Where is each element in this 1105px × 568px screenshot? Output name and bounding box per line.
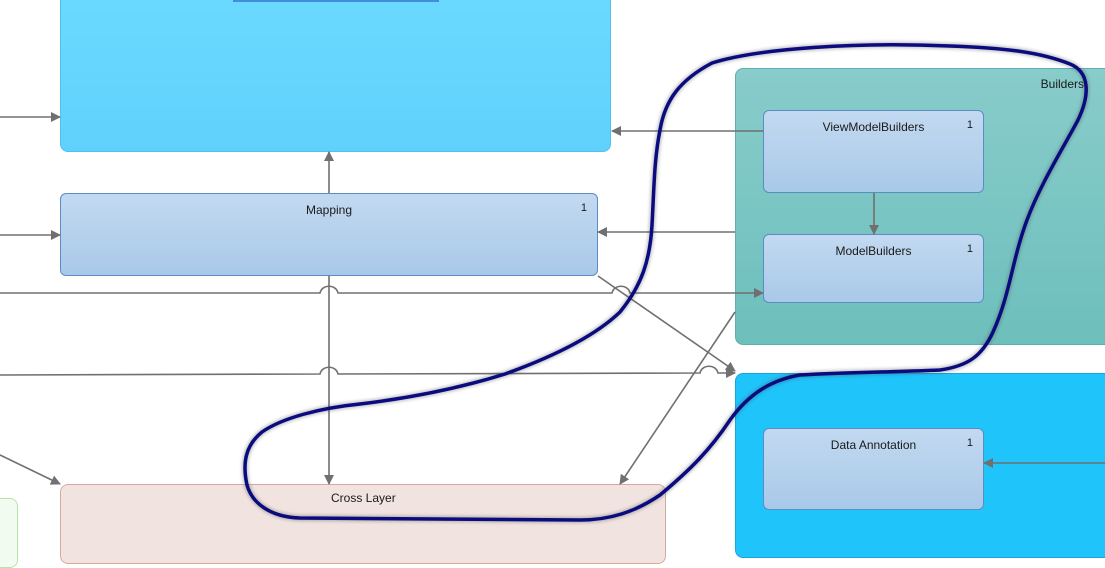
arrow-left-to-modelbuilders: [0, 285, 764, 298]
highlight-outline: [243, 43, 1088, 522]
mapping-node-label: Mapping: [305, 203, 353, 217]
arrow-left-to-cross-layer: [0, 454, 61, 485]
model-builders-count: 1: [966, 243, 973, 255]
view-model-builders-count: 1: [966, 119, 973, 131]
top-layer-title-strip: [233, 0, 439, 2]
arrow-left-to-right-layer: [0, 365, 736, 378]
highlight-outline-shadow: [241, 41, 1090, 524]
diagram-connectors: [0, 41, 1105, 524]
data-annotation-label: Data Annotation: [830, 438, 917, 452]
data-annotation-node[interactable]: Data Annotation 1: [763, 428, 984, 510]
mapping-node[interactable]: Mapping 1: [60, 193, 598, 276]
mapping-node-count: 1: [580, 202, 587, 214]
view-model-builders-label: ViewModelBuilders: [822, 120, 925, 134]
builders-layer-label: Builders: [1040, 77, 1084, 91]
view-model-builders-node[interactable]: ViewModelBuilders 1: [763, 110, 984, 193]
model-builders-label: ModelBuilders: [835, 244, 912, 258]
data-annotation-count: 1: [966, 437, 973, 449]
top-layer[interactable]: [60, 0, 611, 152]
arrow-builders-to-cross-layer: [619, 311, 736, 485]
cross-layer-label: Cross Layer: [331, 491, 396, 505]
model-builders-node[interactable]: ModelBuilders 1: [763, 234, 984, 303]
arrow-mapping-to-right-layer: [597, 275, 736, 372]
